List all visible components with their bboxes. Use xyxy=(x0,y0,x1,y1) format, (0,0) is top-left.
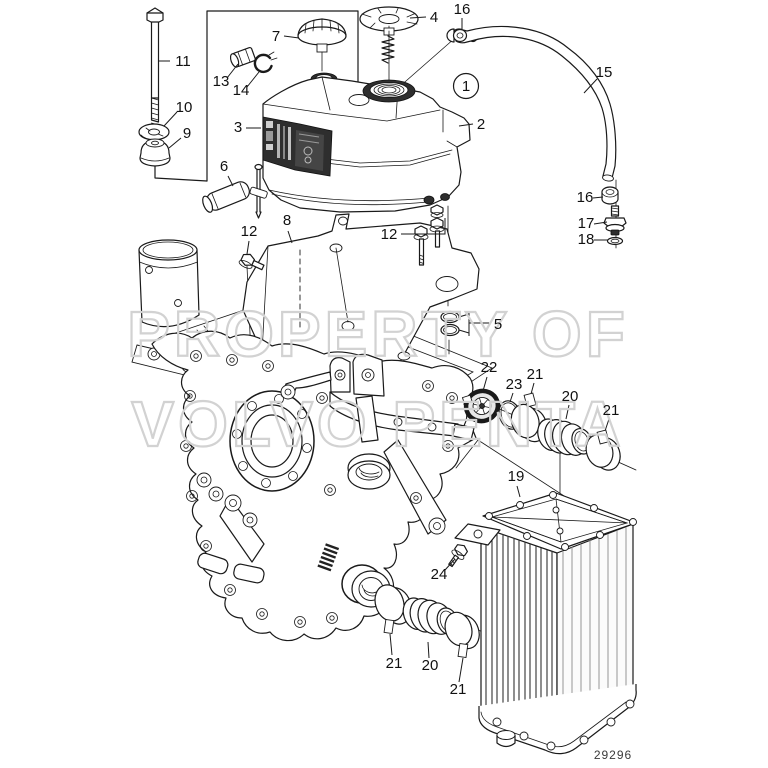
hose-clamp-side xyxy=(601,186,619,205)
rubber-damper xyxy=(139,138,171,167)
vent-hose xyxy=(446,25,617,182)
callout-20-lower[interactable]: 20 xyxy=(422,657,439,674)
callout-16-side[interactable]: 16 xyxy=(577,189,594,206)
seal-ring-upper-right xyxy=(585,434,621,471)
callout-11[interactable]: 11 xyxy=(175,53,191,70)
plug-handle xyxy=(202,163,268,219)
seal-ring-lower-right xyxy=(444,611,480,650)
callout-18[interactable]: 18 xyxy=(578,231,595,248)
heat-exchanger xyxy=(454,491,637,755)
callout-10[interactable]: 10 xyxy=(176,99,193,116)
bracket-bolt-left xyxy=(238,253,265,271)
drain-fitting xyxy=(603,205,627,236)
bellows-sleeve-upper xyxy=(537,418,593,456)
callout-21-a[interactable]: 21 xyxy=(527,366,544,383)
callout-7[interactable]: 7 xyxy=(272,28,280,45)
assembly-ref-circle[interactable] xyxy=(452,72,480,100)
callout-15[interactable]: 15 xyxy=(596,64,613,81)
drawing-number: 29296 xyxy=(594,748,632,762)
callout-21-c[interactable]: 21 xyxy=(386,655,403,672)
watermark-line2: VOLVO PENTA xyxy=(131,388,624,460)
callout-8[interactable]: 8 xyxy=(283,212,291,229)
expansion-tank xyxy=(262,76,471,218)
callout-13[interactable]: 13 xyxy=(213,73,230,90)
callout-14[interactable]: 14 xyxy=(233,82,250,99)
callout-23[interactable]: 23 xyxy=(506,376,523,393)
callout-21-b[interactable]: 21 xyxy=(603,402,620,419)
sealing-washer xyxy=(606,236,624,246)
callout-3[interactable]: 3 xyxy=(234,119,242,136)
callout-1[interactable]: 1 xyxy=(462,78,470,95)
callout-24[interactable]: 24 xyxy=(431,566,448,583)
callout-4[interactable]: 4 xyxy=(430,9,438,26)
callout-12-right[interactable]: 12 xyxy=(381,226,398,243)
clamp-ring xyxy=(253,51,278,73)
callout-labels: 1 11 10 9 7 13 14 4 16 15 2 3 6 16 17 18… xyxy=(175,1,619,698)
callout-21-d[interactable]: 21 xyxy=(450,681,467,698)
flange-bolt xyxy=(448,544,468,568)
callout-6[interactable]: 6 xyxy=(220,158,228,175)
callout-9[interactable]: 9 xyxy=(183,125,191,142)
watermark-line1: PROPERTY OF xyxy=(127,298,629,370)
pressure-cap xyxy=(359,6,419,83)
callout-20-upper[interactable]: 20 xyxy=(562,388,579,405)
callout-17[interactable]: 17 xyxy=(578,215,595,232)
nipple-sleeve xyxy=(229,46,256,68)
callout-2[interactable]: 2 xyxy=(477,116,485,133)
timing-cover xyxy=(151,330,477,642)
leader-lines xyxy=(158,16,610,683)
callout-5[interactable]: 5 xyxy=(494,316,502,333)
filler-cap xyxy=(297,18,347,86)
callout-16-top[interactable]: 16 xyxy=(454,1,471,18)
callout-22[interactable]: 22 xyxy=(481,359,498,376)
watermark: PROPERTY OF VOLVO PENTA xyxy=(126,297,629,461)
mounting-bolt xyxy=(146,7,164,125)
washer xyxy=(138,123,170,141)
callout-19[interactable]: 19 xyxy=(508,468,525,485)
callout-12-left[interactable]: 12 xyxy=(241,223,258,240)
thermostat xyxy=(461,388,501,424)
